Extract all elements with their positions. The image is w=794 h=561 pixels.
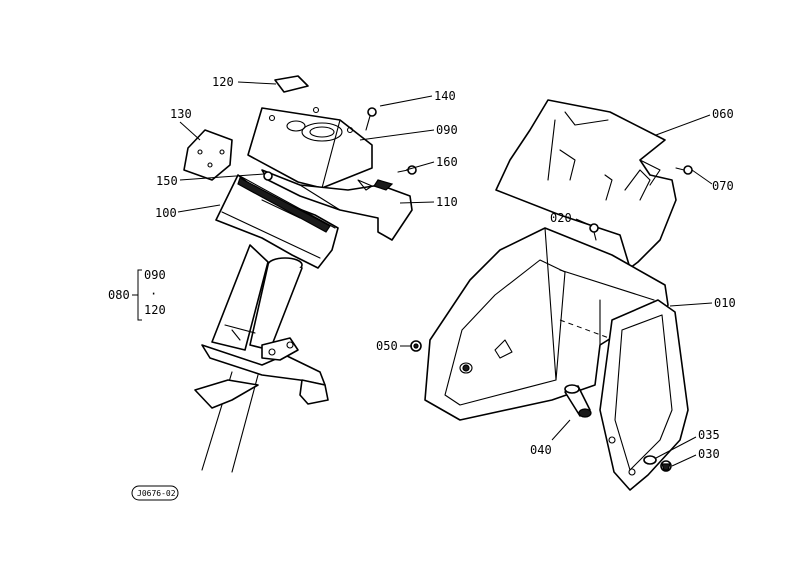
part-110-dash-panel — [261, 169, 413, 241]
part-050-nut — [410, 340, 422, 352]
part-100-lower-cover — [215, 174, 339, 269]
callout-160: 160 — [436, 155, 458, 169]
callout-080-to: 120 — [144, 303, 166, 317]
callout-060: 060 — [712, 107, 734, 121]
part-010-main-housing — [424, 227, 669, 421]
steering-column — [201, 244, 303, 473]
part-040-bushing — [564, 384, 592, 418]
part-140-screw — [365, 107, 377, 131]
callout-080: 080 — [108, 288, 130, 302]
part-060-upper-panel — [495, 99, 677, 269]
part-030-bolt — [660, 460, 672, 472]
leader-lines — [132, 81, 713, 467]
callout-140: 140 — [434, 89, 456, 103]
part-130-plate — [183, 129, 233, 181]
callout-150: 150 — [156, 174, 178, 188]
callout-070: 070 — [712, 179, 734, 193]
drawing-code-stamp: J0676-02 — [131, 485, 179, 501]
callout-090: 090 — [436, 123, 458, 137]
callout-110: 110 — [436, 195, 458, 209]
part-035-washer — [643, 455, 657, 465]
callout-020: 020 — [550, 211, 572, 225]
callout-100: 100 — [155, 206, 177, 220]
callout-035: 035 — [698, 428, 720, 442]
drawing-code: J0676-02 — [137, 489, 176, 498]
part-090-dash-housing — [247, 106, 373, 189]
callout-labels: 120 140 130 090 160 150 110 100 080 090 … — [108, 75, 736, 461]
part-070-screw — [675, 165, 693, 175]
callout-130: 130 — [170, 107, 192, 121]
callout-040: 040 — [530, 443, 552, 457]
callout-080-sep: · — [150, 287, 157, 301]
callout-050: 050 — [376, 339, 398, 353]
part-020-screw — [589, 223, 599, 241]
callout-010: 010 — [714, 296, 736, 310]
column-bracket — [194, 324, 329, 409]
callout-120-top: 120 — [212, 75, 234, 89]
part-120-cap — [274, 75, 309, 93]
callout-030: 030 — [698, 447, 720, 461]
part-010-side-plate — [599, 299, 689, 491]
part-150-screw — [263, 171, 273, 181]
callout-080-from: 090 — [144, 268, 166, 282]
